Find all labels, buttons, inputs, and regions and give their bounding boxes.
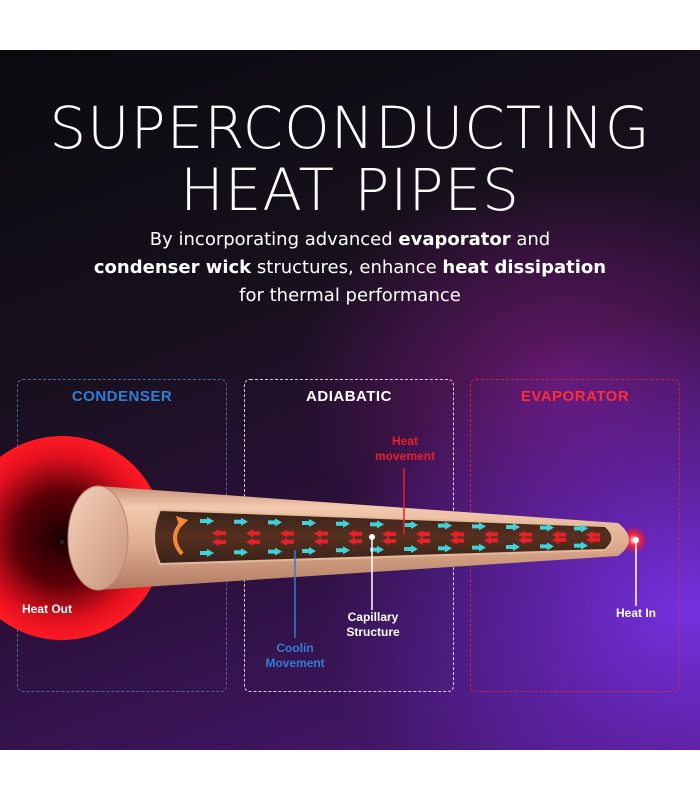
heat-out-marker xyxy=(59,539,65,545)
right-arrow-icon xyxy=(438,521,452,530)
curved-arrow-head xyxy=(176,516,188,528)
right-arrow-icon xyxy=(404,544,418,553)
title-line-2: HEAT PIPES xyxy=(180,156,520,224)
right-arrow-icon xyxy=(370,520,384,529)
left-arrow-icon xyxy=(246,537,260,546)
right-arrow-icon xyxy=(574,541,588,550)
right-arrow-icon xyxy=(200,548,214,557)
left-arrow-icon xyxy=(314,529,328,538)
heat-in-callout: Heat In xyxy=(615,606,656,620)
left-arrow-icon xyxy=(416,530,430,539)
subtitle-line-2: condenser wick structures, enhance heat … xyxy=(60,254,640,282)
subtitle-line-3: for thermal performance xyxy=(239,285,461,306)
subtitle-text: By incorporating advanced xyxy=(149,229,399,250)
left-arrow-icon xyxy=(212,538,226,547)
subtitle-emphasis: condenser wick xyxy=(93,257,252,278)
right-arrow-icon xyxy=(302,546,316,555)
left-arrow-icon xyxy=(280,537,294,546)
subtitle-text: and xyxy=(510,229,551,250)
right-arrow-icon xyxy=(404,521,418,530)
right-arrow-icon xyxy=(336,546,350,555)
title-line-1: SUPERCONDUCTING xyxy=(49,94,651,162)
callout-text: Capillary xyxy=(347,610,399,624)
right-arrow-icon xyxy=(574,524,588,533)
callout-text: Structure xyxy=(346,625,400,639)
left-arrow-icon xyxy=(212,529,226,538)
right-arrow-icon xyxy=(234,517,248,526)
left-arrow-icon xyxy=(586,535,600,544)
left-arrow-icon xyxy=(246,529,260,538)
coolin-movement-callout: Coolin Movement xyxy=(250,641,340,671)
callout-text: Heat xyxy=(391,434,418,448)
left-arrow-icon xyxy=(280,529,294,538)
left-arrow-icon xyxy=(450,536,464,545)
right-arrow-icon xyxy=(234,548,248,557)
adiabatic-label: ADIABATIC xyxy=(306,388,392,405)
right-arrow-icon xyxy=(370,545,384,554)
left-arrow-icon xyxy=(518,530,532,539)
pipe-end-cap xyxy=(67,485,129,591)
subtitle-text: structures, enhance xyxy=(251,257,443,278)
callout-text: movement xyxy=(374,449,436,463)
left-arrow-icon xyxy=(518,536,532,545)
right-arrow-icon xyxy=(268,547,282,556)
left-arrow-icon xyxy=(586,530,600,539)
left-arrow-icon xyxy=(314,537,328,546)
callout-text: Coolin xyxy=(276,641,314,655)
left-arrow-icon xyxy=(552,536,566,545)
right-arrow-icon xyxy=(506,542,520,551)
left-arrow-icon xyxy=(552,530,566,539)
capillary-structure-callout: Capillary Structure xyxy=(328,610,418,640)
right-arrow-icon xyxy=(540,523,554,532)
right-arrow-icon xyxy=(506,523,520,532)
left-arrow-icon xyxy=(484,530,498,539)
left-arrow-icon xyxy=(348,537,362,546)
left-arrow-icon xyxy=(348,529,362,538)
right-arrow-icon xyxy=(200,517,214,526)
heat-out-callout: Heat Out xyxy=(22,602,73,616)
left-arrow-icon xyxy=(382,529,396,538)
infographic-panel: SUPERCONDUCTING HEAT PIPES By incorporat… xyxy=(0,50,700,750)
callout-text: Movement xyxy=(265,656,325,670)
subtitle-emphasis: heat dissipation xyxy=(442,257,607,278)
right-arrow-icon xyxy=(438,544,452,553)
subtitle-emphasis: evaporator xyxy=(398,229,511,250)
right-arrow-icon xyxy=(472,543,486,552)
heat-movement-callout: Heat movement xyxy=(360,434,450,464)
left-arrow-icon xyxy=(416,536,430,545)
right-arrow-icon xyxy=(472,522,486,531)
evaporator-label: EVAPORATOR xyxy=(520,388,630,405)
flow-arrows xyxy=(200,517,600,557)
condenser-label: CONDENSER xyxy=(71,388,173,405)
right-arrow-icon xyxy=(336,519,350,528)
right-arrow-icon xyxy=(540,542,554,551)
heat-in-marker xyxy=(633,537,639,543)
left-arrow-icon xyxy=(450,530,464,539)
subtitle-line-1: By incorporating advanced evaporator and xyxy=(60,226,640,254)
capillary-marker xyxy=(369,534,375,540)
right-arrow-icon xyxy=(268,518,282,527)
right-arrow-icon xyxy=(302,519,316,528)
left-arrow-icon xyxy=(484,536,498,545)
heat-pipe-diagram xyxy=(0,436,648,640)
left-arrow-icon xyxy=(382,537,396,546)
